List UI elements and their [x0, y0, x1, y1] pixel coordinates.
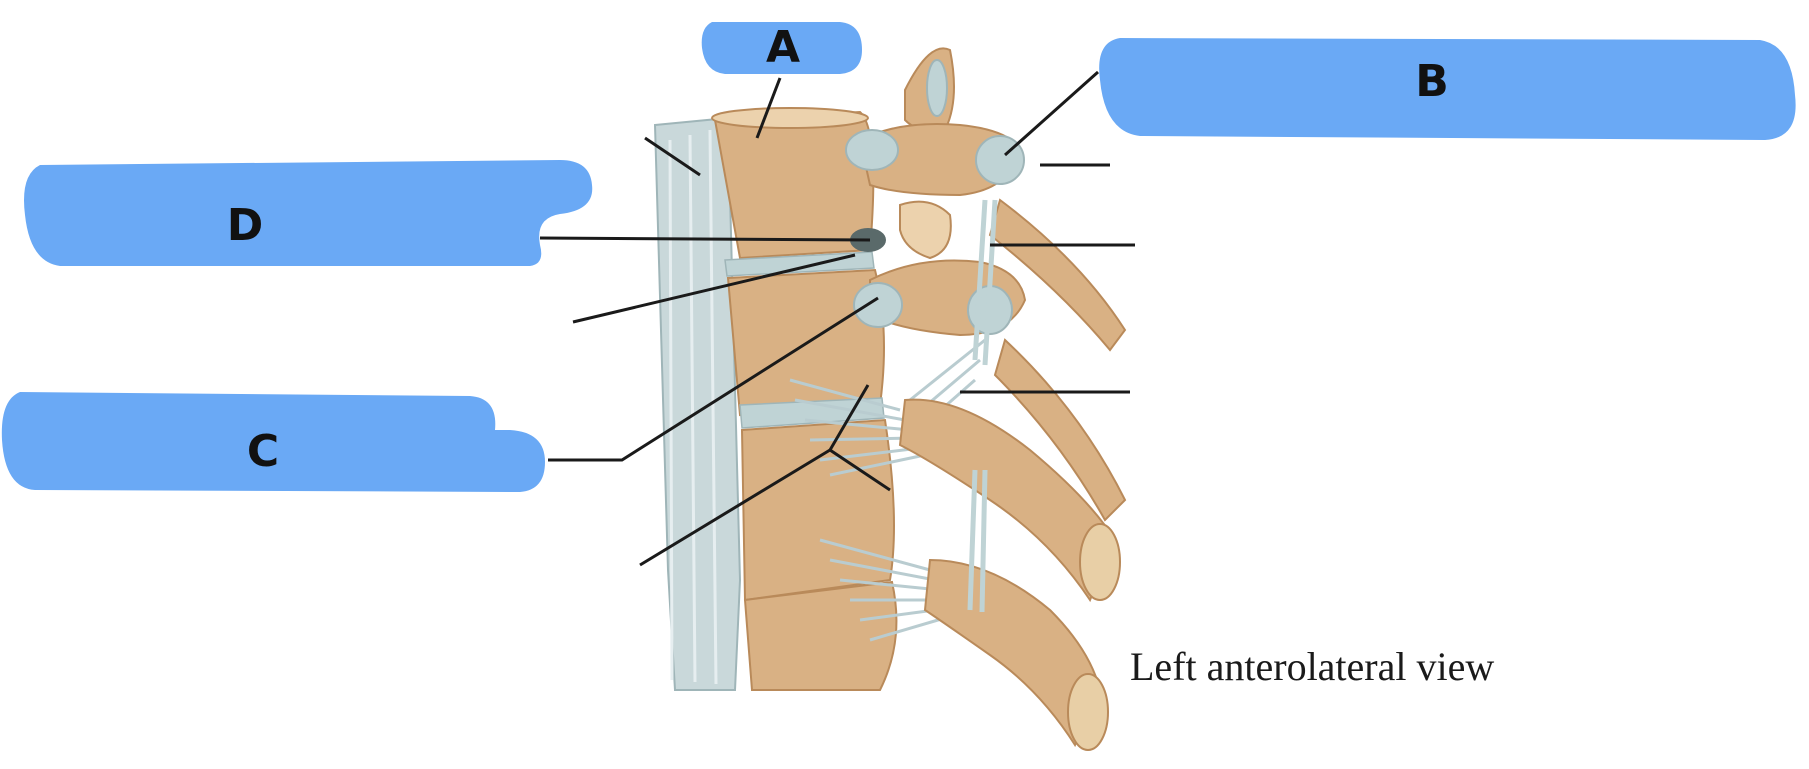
leader-line-tick	[644, 136, 701, 177]
leader-line-bracket	[827, 384, 891, 492]
rib	[988, 198, 1127, 352]
leader-line-d	[539, 236, 871, 242]
label-a: A	[701, 22, 862, 74]
leader-line-c	[548, 296, 879, 462]
label-cover-mask	[1099, 38, 1796, 140]
label-b-text: B	[1415, 56, 1449, 107]
label-cover-mask	[701, 22, 862, 74]
rib	[993, 338, 1127, 522]
leader-line-a	[755, 77, 782, 139]
label-d: D	[24, 160, 593, 266]
vertebral-body	[713, 110, 875, 260]
label-cover-mask	[24, 160, 593, 266]
label-a-text: A	[766, 22, 800, 73]
label-c: C	[1, 392, 546, 492]
leader-lines	[539, 70, 1135, 567]
leader-line-b	[1004, 70, 1099, 157]
label-d-text: D	[227, 200, 264, 251]
label-c-text: C	[247, 426, 279, 477]
vertebral-column-illustration	[653, 47, 1127, 751]
leader-line-unlabeled-3	[572, 253, 856, 324]
anterior-longitudinal-ligament	[653, 116, 742, 691]
view-caption: Left anterolateral view	[1130, 644, 1494, 689]
label-b: B	[1099, 38, 1796, 140]
label-cover-mask	[1, 392, 546, 492]
leader-line-unlabeled-5	[639, 448, 831, 567]
radiate-ligament	[789, 338, 986, 642]
vertebral-body	[740, 418, 895, 602]
